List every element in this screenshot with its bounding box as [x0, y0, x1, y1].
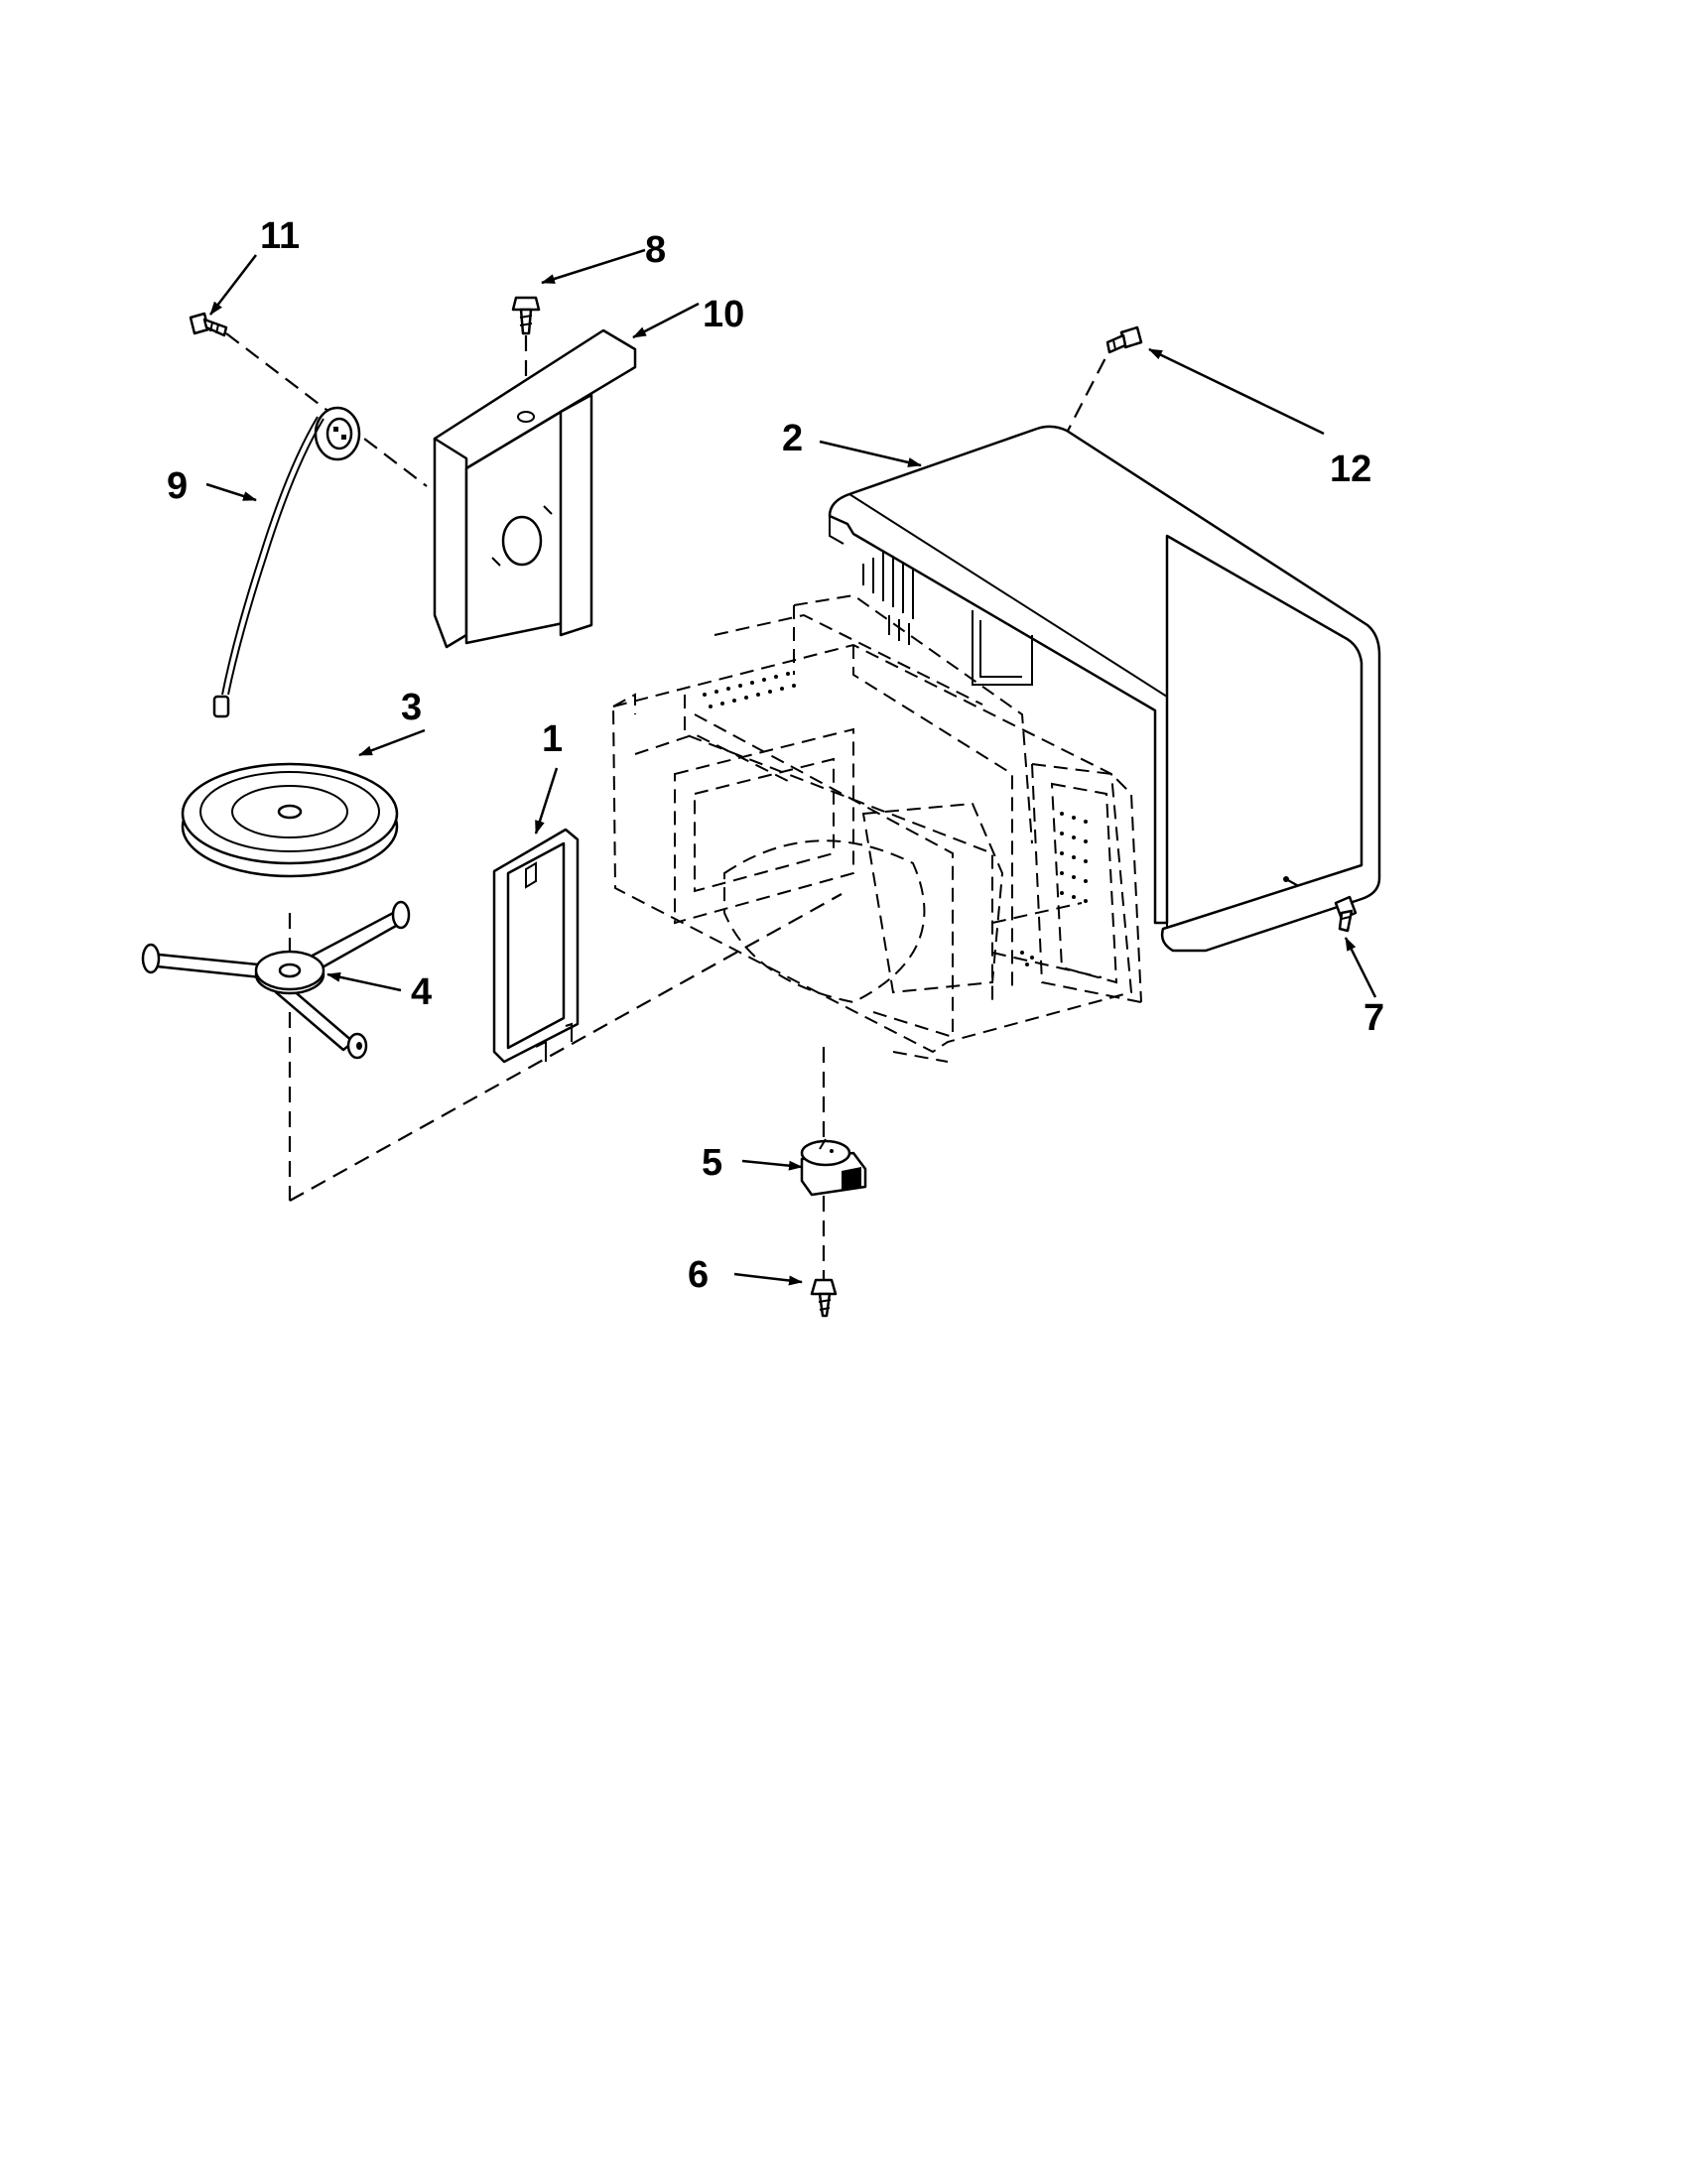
turntable-motor	[800, 1138, 867, 1197]
screw-11	[189, 312, 228, 337]
door-seal-frame	[492, 828, 580, 1064]
callout-9: 9	[167, 465, 188, 507]
callout-11: 11	[260, 215, 300, 257]
callout-6: 6	[688, 1254, 709, 1296]
perforation-pattern	[703, 672, 1088, 966]
callout-labels: 1 2 3 4 5 6 7 8 9 10 11 12	[167, 215, 1384, 1296]
outer-cabinet-wrapper	[828, 425, 1381, 953]
roller-support	[141, 900, 411, 1060]
callout-4: 4	[411, 971, 432, 1013]
mounting-bracket	[433, 328, 637, 649]
screw-6	[810, 1278, 838, 1318]
screw-7	[1334, 895, 1358, 933]
lamp-socket-assembly	[212, 406, 361, 718]
vent-slots	[862, 552, 914, 645]
callout-10: 10	[703, 294, 744, 335]
callout-3: 3	[401, 687, 422, 728]
glass-turntable	[181, 762, 399, 878]
callout-2: 2	[782, 418, 803, 459]
callout-12: 12	[1330, 449, 1371, 490]
oven-cavity-ghost	[611, 593, 1142, 1063]
callout-7: 7	[1363, 997, 1384, 1039]
callout-5: 5	[702, 1142, 722, 1184]
callout-1: 1	[542, 718, 563, 760]
callout-8: 8	[645, 229, 666, 271]
screw-8	[511, 296, 541, 335]
leader-arrows	[205, 248, 1377, 1286]
screw-12	[1105, 325, 1143, 354]
